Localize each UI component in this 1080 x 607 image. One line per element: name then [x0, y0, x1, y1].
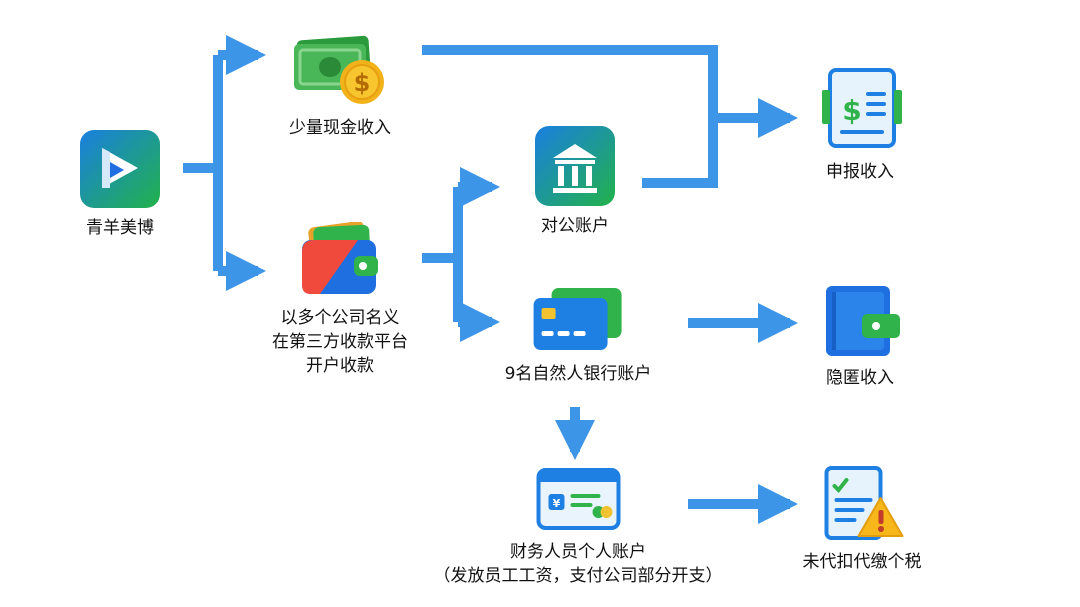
node-wallet-line-3: 开户收款 [306, 356, 374, 376]
node-company-label: 青羊美博 [86, 218, 154, 238]
cash-coin-icon: $ [294, 35, 384, 104]
invoice-icon: $ [822, 68, 902, 148]
bank-card-icon [533, 288, 622, 350]
node-finance-line-1: 财务人员个人账户 [510, 542, 646, 562]
node-corporate-label: 对公账户 [541, 216, 609, 236]
node-cash-label: 少量现金收入 [289, 118, 391, 138]
hidden-wallet-icon [826, 286, 900, 356]
arrow-corporate-to-declared [642, 118, 718, 188]
node-wallet: 以多个公司名义 在第三方收款平台 开户收款 [272, 222, 408, 378]
svg-text:$: $ [354, 69, 371, 97]
node-declared-label: 申报收入 [826, 162, 894, 182]
node-finance-line-2: （发放员工工资，支付公司部分开支） [433, 566, 723, 586]
node-finance: ¥ 财务人员个人账户 （发放员工工资，支付公司部分开支） [434, 466, 723, 588]
node-wallet-line-2: 在第三方收款平台 [272, 332, 408, 352]
node-tax-label: 未代扣代缴个税 [802, 552, 922, 572]
arrow-cash-to-declared [422, 45, 718, 118]
node-declared: $ 申报收入 [818, 66, 902, 184]
node-cash: $ 少量现金收入 [289, 28, 391, 140]
bank-icon [535, 126, 615, 206]
node-personal-accounts-label: 9名自然人银行账户 [504, 364, 652, 384]
warning-document-icon [824, 466, 903, 540]
node-hidden-label: 隐匿收入 [826, 368, 894, 388]
svg-text:¥: ¥ [552, 497, 560, 510]
id-card-icon: ¥ [536, 468, 620, 530]
node-tax: 未代扣代缴个税 [803, 466, 922, 574]
node-personal-accounts: 9名自然人银行账户 [504, 284, 652, 386]
node-company: 青羊美博 [80, 130, 160, 240]
play-logo-icon [80, 130, 160, 208]
node-wallet-line-1: 以多个公司名义 [280, 308, 400, 328]
node-corporate: 对公账户 [535, 126, 615, 238]
wallet-icon [302, 222, 378, 294]
node-hidden: 隐匿收入 [818, 284, 902, 390]
svg-text:$: $ [842, 94, 861, 127]
